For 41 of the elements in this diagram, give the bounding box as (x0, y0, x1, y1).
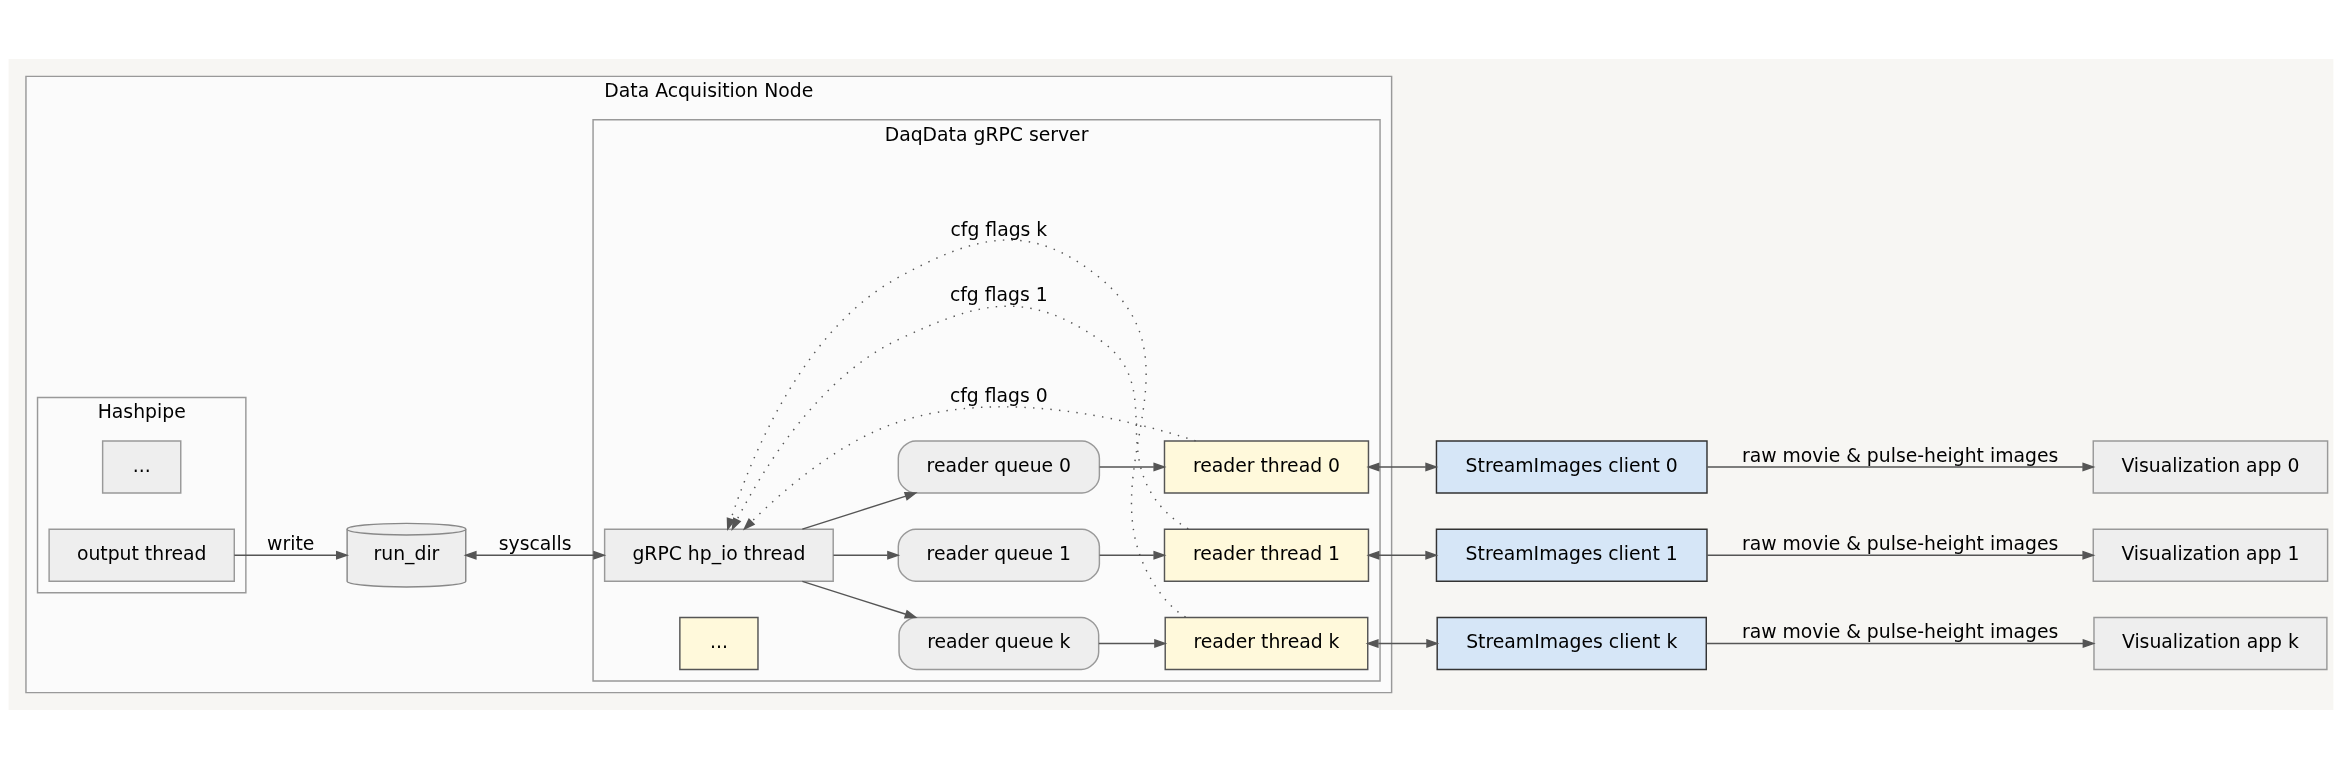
node-box: StreamImages client 1 (1435, 527, 1708, 582)
edge-label: raw movie & pulse-height images (1741, 532, 2059, 554)
node-box: Visualization app 1 (2092, 527, 2329, 582)
arrow (1366, 461, 1439, 472)
arrow (1366, 550, 1439, 560)
arrow (1706, 550, 2096, 560)
arrow (1706, 461, 2096, 472)
arrow (801, 580, 918, 618)
arrow (726, 238, 1187, 618)
node-box: reader thread k (1164, 616, 1369, 670)
edge-label: syscalls (498, 532, 572, 554)
arrow (463, 550, 607, 560)
arrow (1098, 550, 1167, 560)
node-box: ... (679, 616, 759, 670)
arrow (233, 550, 350, 560)
edge-label: cfg flags k (950, 218, 1048, 240)
node-box: reader thread 0 (1163, 439, 1370, 494)
node-box: reader thread 1 (1163, 527, 1370, 582)
arrow (1365, 638, 1440, 648)
edge-label: raw movie & pulse-height images (1741, 444, 2059, 466)
edge-label: write (267, 532, 315, 554)
edge-label: cfg flags 1 (949, 283, 1048, 305)
edge-label: raw movie & pulse-height images (1741, 620, 2059, 642)
node-box: ... (101, 439, 182, 494)
arrow (801, 491, 918, 530)
arrow (1705, 638, 2096, 648)
node-box: gRPC hp_io thread (603, 527, 834, 582)
arrow (742, 405, 1197, 530)
node-box: Visualization app k (2093, 616, 2328, 670)
arrow (731, 305, 1189, 531)
node-box: reader queue k (898, 616, 1100, 670)
arrow (1098, 461, 1167, 472)
node-box: StreamImages client k (1436, 616, 1707, 670)
node-box: output thread (48, 527, 235, 582)
arrow (832, 550, 901, 560)
node-box: reader queue 0 (897, 439, 1101, 494)
node-box: StreamImages client 0 (1435, 439, 1708, 494)
arrow (1098, 638, 1168, 648)
edge-label: cfg flags 0 (949, 384, 1048, 406)
node-box: Visualization app 0 (2092, 439, 2329, 494)
node-box: reader queue 1 (897, 527, 1101, 582)
